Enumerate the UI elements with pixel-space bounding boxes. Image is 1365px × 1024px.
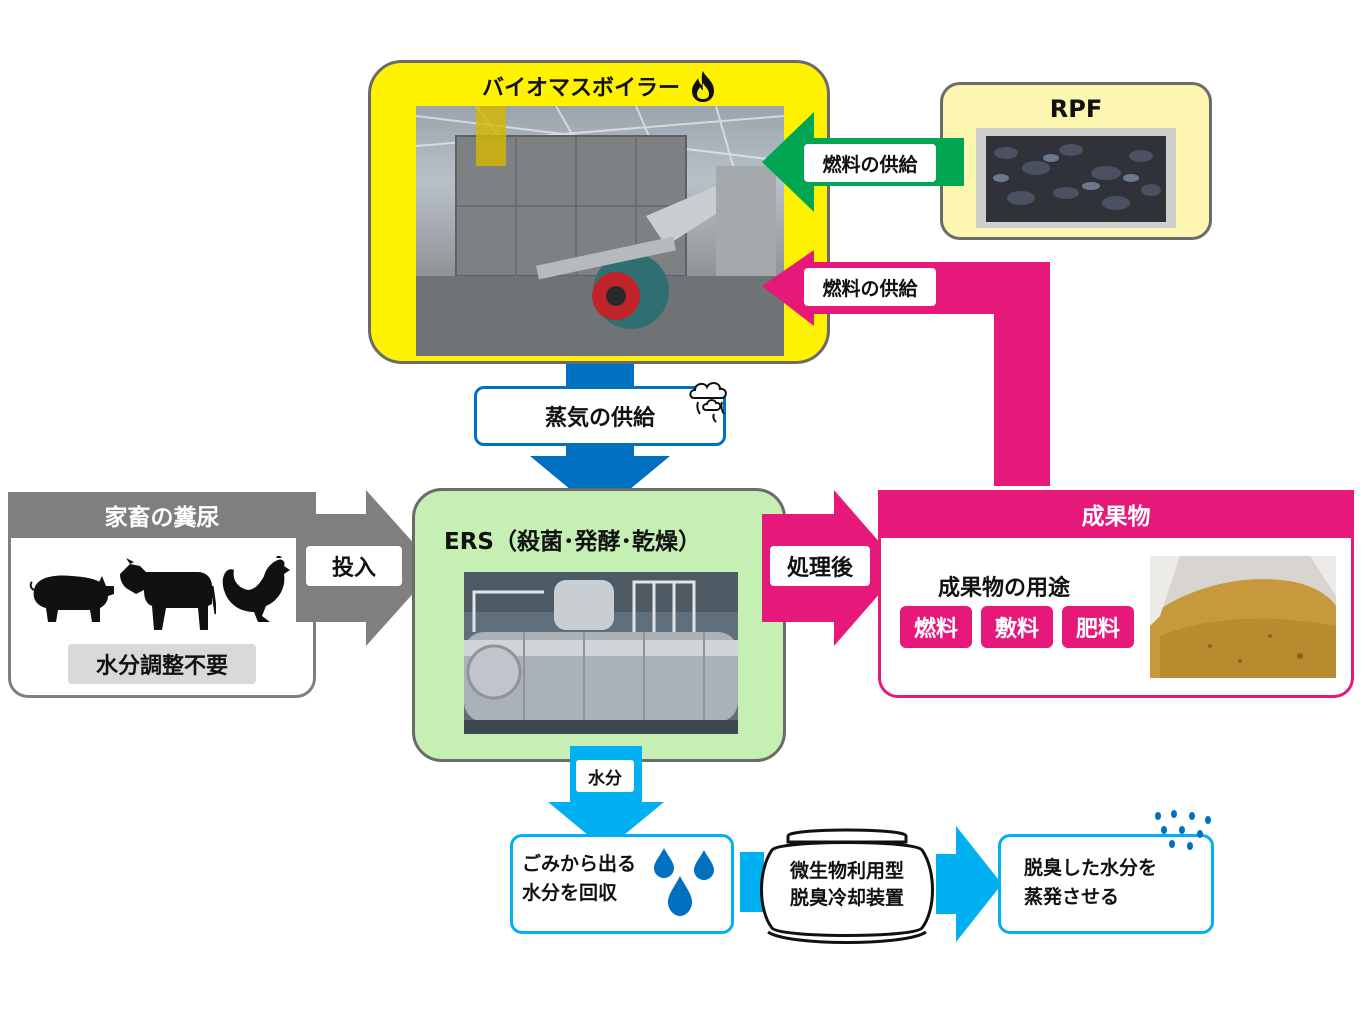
device-line-1: 微生物利用型 <box>789 860 904 882</box>
product-photo <box>1150 556 1336 678</box>
evaporate-text: 脱臭した水分を 蒸発させる <box>1024 854 1204 912</box>
use-fertilizer-badge: 肥料 <box>1062 606 1134 648</box>
deodorizing-device-text: 微生物利用型 脱臭冷却装置 <box>758 858 936 912</box>
product-uses-title: 成果物の用途 <box>938 576 1071 601</box>
steam-icon <box>686 378 734 424</box>
use-fuel-badge: 燃料 <box>900 606 972 648</box>
deodorizing-device-shape <box>760 828 934 944</box>
boiler-photo <box>416 106 784 356</box>
water-drops-icon <box>650 846 720 918</box>
biomass-boiler-title: バイオマスボイラー <box>430 66 770 106</box>
evaporate-line-1: 脱臭した水分を <box>1024 857 1158 879</box>
cow-icon <box>116 554 216 634</box>
ers-photo <box>464 572 738 734</box>
livestock-note: 水分調整不要 <box>68 644 256 684</box>
after-process-label: 処理後 <box>770 546 870 586</box>
product-title: 成果物 <box>878 490 1354 538</box>
evaporate-box <box>998 834 1214 934</box>
rpf-photo <box>976 128 1176 228</box>
flame-icon <box>688 69 718 103</box>
evaporate-line-2: 蒸発させる <box>1024 886 1120 908</box>
device-line-2: 脱臭冷却装置 <box>789 887 904 909</box>
water-collect-line-2: 水分を回収 <box>522 882 618 904</box>
rpf-title: RPF <box>1049 95 1103 123</box>
fuel-supply-pink-label: 燃料の供給 <box>804 268 936 306</box>
fuel-supply-pink-arrow <box>762 250 1050 486</box>
steam-supply-label: 蒸気の供給 <box>474 386 726 446</box>
pig-icon <box>28 568 118 624</box>
water-collect-text: ごみから出る 水分を回収 <box>522 850 672 908</box>
ers-title: ERS（殺菌･発酵･乾燥） <box>444 529 701 555</box>
water-collect-line-1: ごみから出る <box>522 853 637 875</box>
fuel-supply-green-label: 燃料の供給 <box>804 144 936 182</box>
livestock-title: 家畜の糞尿 <box>8 492 316 538</box>
use-bedding-badge: 敷料 <box>981 606 1053 648</box>
water-label: 水分 <box>576 760 634 792</box>
input-label: 投入 <box>306 546 402 586</box>
water-connector-bar <box>740 852 764 912</box>
evaporate-arrow <box>936 826 1002 942</box>
mist-icon <box>1150 808 1214 852</box>
chicken-icon <box>218 556 294 630</box>
water-collect-box <box>510 834 734 934</box>
